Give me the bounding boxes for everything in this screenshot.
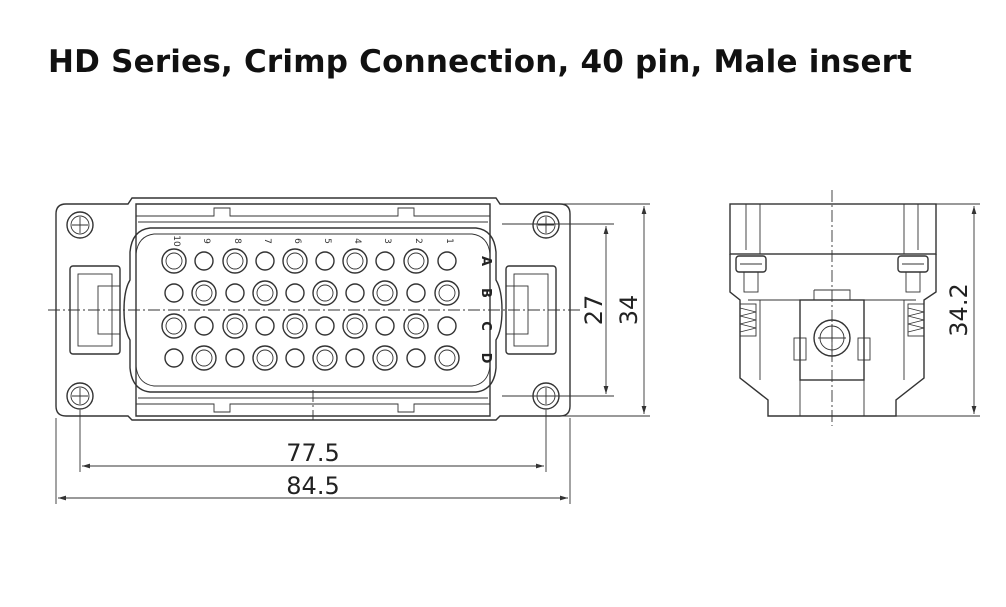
pin-field	[161, 248, 460, 371]
column-labels: 10 9 8 7 6 5 4 3 2 1	[171, 235, 454, 247]
row-label-b: B	[478, 288, 493, 298]
row-label-a: A	[478, 256, 493, 266]
pin-A9	[194, 251, 214, 271]
side-screw-icon	[813, 319, 851, 357]
screw-top-left	[66, 211, 94, 239]
column-label-6: 6	[292, 238, 302, 244]
pin-D5	[312, 345, 338, 371]
pin-A1	[437, 251, 457, 271]
left-spring	[739, 303, 757, 337]
pin-A8	[222, 248, 248, 274]
column-label-9: 9	[201, 238, 211, 244]
pin-D4	[345, 348, 365, 368]
row-labels: A B C D	[478, 256, 493, 364]
pin-C6	[282, 313, 308, 339]
dim-27-label: 27	[580, 295, 608, 326]
drawing-title: HD Series, Crimp Connection, 40 pin, Mal…	[48, 44, 913, 80]
dim-34-2-label: 34.2	[945, 283, 973, 336]
dim-77-5-label: 77.5	[286, 439, 339, 467]
side-top-flange	[729, 203, 937, 255]
top-key-profile	[136, 207, 490, 217]
pin-A4	[342, 248, 368, 274]
pin-C7	[255, 316, 275, 336]
column-label-1: 1	[444, 238, 454, 244]
pin-A10	[161, 248, 187, 274]
front-view: 10 9 8 7 6 5 4 3 2 1 A B C D	[48, 197, 580, 421]
column-label-7: 7	[262, 238, 272, 244]
dimension-34: 34	[560, 203, 650, 417]
left-latch-pin	[735, 255, 767, 293]
pin-A2	[403, 248, 429, 274]
right-spring	[907, 303, 925, 337]
column-label-5: 5	[322, 238, 332, 244]
dimension-34-2: 34.2	[896, 203, 980, 417]
dim-34-label: 34	[615, 295, 643, 326]
pin-B6	[285, 283, 305, 303]
column-label-4: 4	[352, 238, 362, 244]
pin-D1	[434, 345, 460, 371]
dimension-77-5: 77.5	[79, 410, 547, 472]
pin-C8	[222, 313, 248, 339]
column-label-2: 2	[413, 238, 423, 244]
insert-outline	[123, 227, 503, 393]
pin-C2	[403, 313, 429, 339]
side-body	[729, 254, 937, 417]
dimension-27: 27	[502, 223, 614, 397]
pin-C1	[437, 316, 457, 336]
pin-D6	[285, 348, 305, 368]
pin-B10	[164, 283, 184, 303]
bottom-key-profile	[136, 403, 490, 413]
dimension-84-5: 84.5	[55, 418, 571, 504]
side-center-block	[799, 299, 865, 381]
pin-D8	[225, 348, 245, 368]
column-label-3: 3	[382, 238, 392, 244]
pin-B9	[191, 280, 217, 306]
right-latch-pin	[897, 255, 929, 293]
pin-B4	[345, 283, 365, 303]
column-label-8: 8	[232, 238, 242, 244]
row-label-c: C	[478, 321, 493, 331]
pin-B8	[225, 283, 245, 303]
screw-top-right	[532, 211, 560, 239]
pin-D3	[372, 345, 398, 371]
pin-B3	[372, 280, 398, 306]
pin-C9	[194, 316, 214, 336]
column-label-10: 10	[171, 235, 181, 247]
pin-D2	[406, 348, 426, 368]
pin-A3	[375, 251, 395, 271]
pin-D9	[191, 345, 217, 371]
side-view	[729, 190, 937, 426]
pin-C10	[161, 313, 187, 339]
row-label-d: D	[478, 353, 493, 364]
screw-bottom-left	[66, 382, 94, 410]
pin-B5	[312, 280, 338, 306]
pin-A7	[255, 251, 275, 271]
mounting-flange	[55, 197, 571, 421]
pin-B7	[252, 280, 278, 306]
pin-B1	[434, 280, 460, 306]
pin-A5	[315, 251, 335, 271]
pin-D10	[164, 348, 184, 368]
pin-C4	[342, 313, 368, 339]
pin-B2	[406, 283, 426, 303]
dim-84-5-label: 84.5	[286, 472, 339, 500]
pin-C5	[315, 316, 335, 336]
pin-A6	[282, 248, 308, 274]
pin-D7	[252, 345, 278, 371]
pin-C3	[375, 316, 395, 336]
